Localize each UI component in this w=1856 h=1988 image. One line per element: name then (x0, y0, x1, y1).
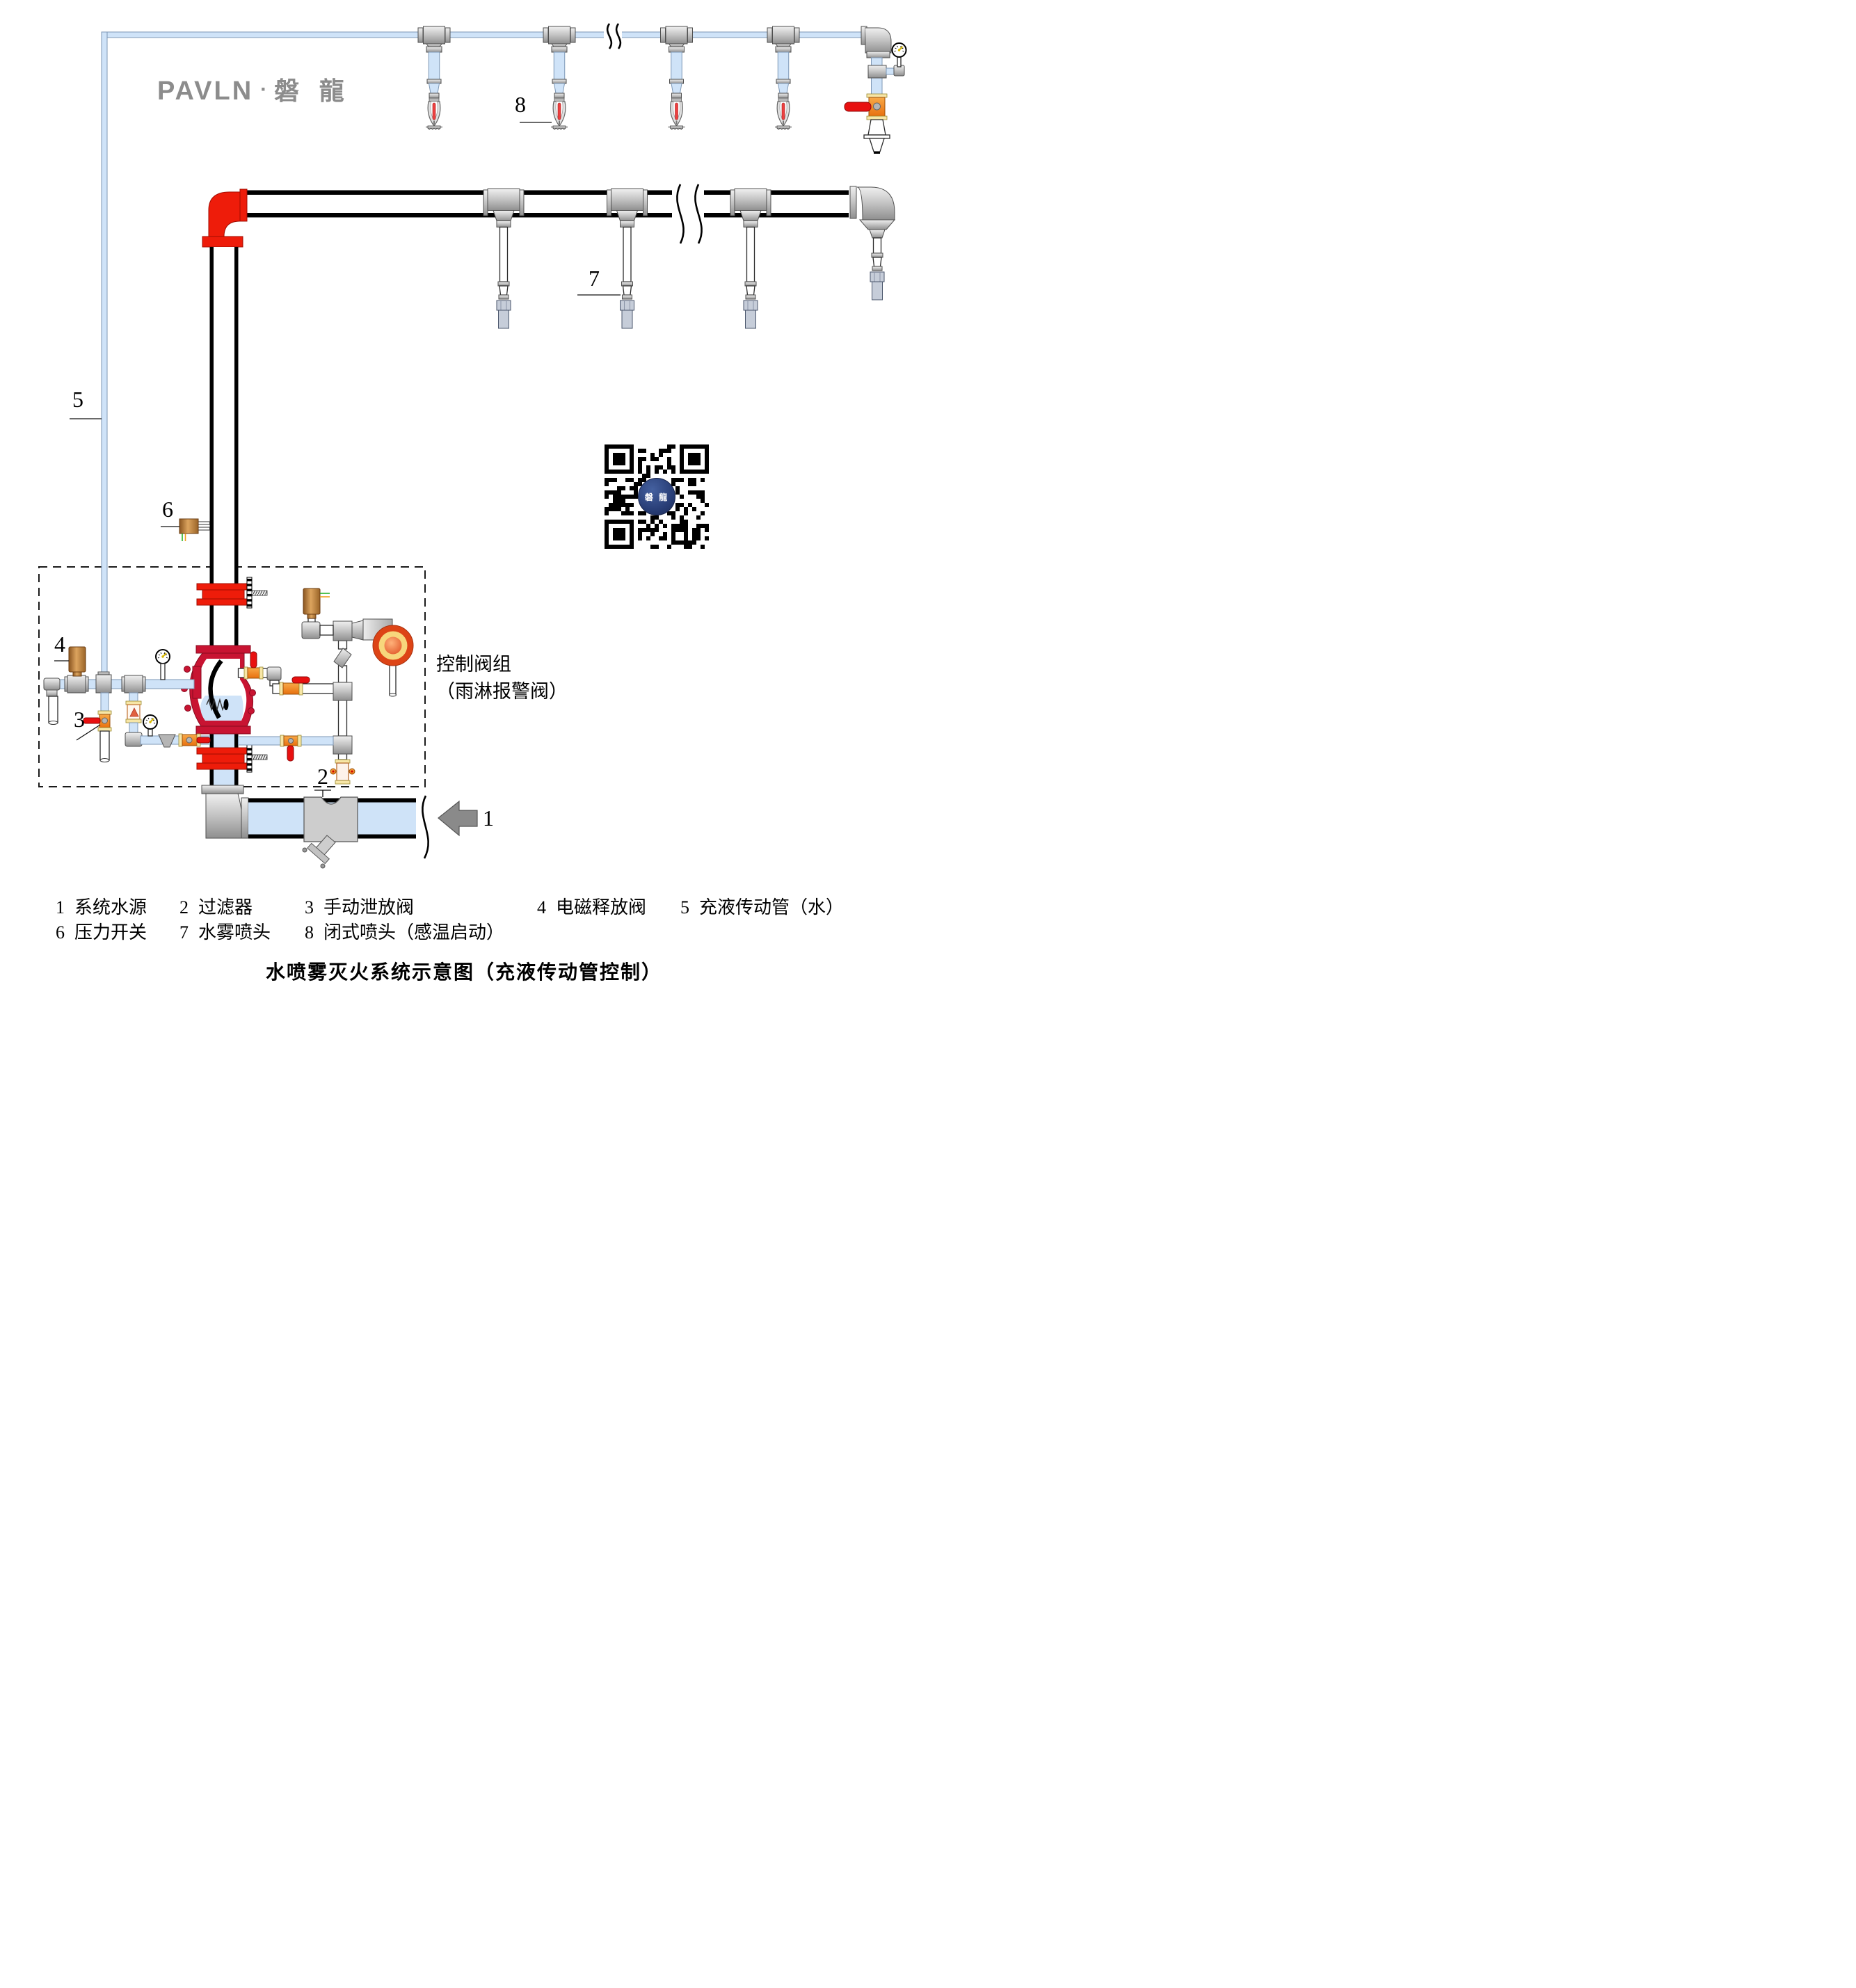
qr-code: 磐 龍 (602, 442, 712, 552)
water-mist-nozzle-3 (743, 281, 758, 329)
butterfly-valve-lower (196, 741, 268, 773)
supply-elbow (201, 785, 249, 839)
pressure-gauge-2 (143, 714, 158, 730)
water-mist-nozzle-4 (870, 252, 885, 300)
test-valve-handle (844, 102, 872, 112)
callout-6: 6 (162, 497, 173, 522)
diagram-title: 水喷雾灭火系统示意图（充液传动管控制） (265, 961, 662, 984)
pressure-gauge-1 (155, 649, 170, 664)
water-mist-nozzle-2 (619, 281, 635, 329)
control-group-label: 控制阀组 （雨淋报警阀） (436, 651, 568, 705)
solenoid-release-valve (67, 646, 86, 694)
diagram-page: PAVLN · 磐 龍 1 2 3 4 5 6 7 8 控制阀组 （雨淋报警阀） 磐… (0, 0, 928, 994)
callout-3: 3 (74, 707, 85, 732)
closed-sprinkler-1 (417, 26, 451, 130)
check-valve-arrow (129, 707, 139, 717)
valve-spring (206, 698, 225, 712)
water-inlet-arrow (438, 800, 478, 837)
control-group-label-line2: （雨淋报警阀） (436, 681, 568, 703)
branch-tee-1 (483, 188, 525, 282)
callout-7: 7 (589, 266, 600, 291)
brand-separator: · (260, 78, 268, 101)
riser-elbow-red (202, 189, 248, 248)
qr-modules (605, 444, 709, 549)
water-motor-gong (372, 625, 414, 697)
end-elbow-nozzle (849, 186, 896, 254)
closed-sprinkler-2 (543, 26, 576, 130)
pressure-switch (179, 518, 210, 541)
piping-diagram (38, 23, 907, 869)
brand-latin: PAVLN (157, 77, 254, 106)
clapper (208, 659, 223, 719)
butterfly-valve-upper (196, 577, 268, 609)
swing-check (333, 648, 352, 668)
deluge-alarm-valve (181, 645, 256, 735)
pressure-gauge-end (891, 42, 907, 58)
check-valve-line (121, 675, 146, 747)
pilot-trim-line (43, 676, 195, 725)
pipe-break-symbol-mid (672, 184, 704, 244)
closed-sprinkler-3 (659, 26, 694, 130)
callout-8: 8 (515, 92, 526, 117)
branch-tee-2 (606, 188, 648, 282)
closed-sprinkler-4 (767, 26, 800, 130)
callout-2: 2 (317, 764, 328, 789)
callout-5: 5 (72, 387, 83, 412)
water-mist-nozzle-1 (496, 281, 511, 329)
pilot-cross-fitting (95, 671, 112, 694)
brand-cjk: 磐 龍 (274, 77, 350, 106)
alarm-trim (237, 588, 393, 785)
callout-leaders (54, 122, 621, 797)
brand-logo: PAVLN · 磐 龍 (157, 71, 350, 107)
control-group-label-line1: 控制阀组 (436, 654, 511, 675)
alarm-test-valve (330, 759, 355, 785)
end-test-assembly (844, 26, 907, 154)
pipe-break-symbol-top (604, 23, 622, 49)
alarm-solenoid-valve (301, 588, 334, 639)
release-valve-handle (83, 717, 101, 724)
gauge1-stem (160, 663, 166, 680)
callout-1: 1 (483, 805, 494, 831)
y-strainer (302, 796, 358, 869)
callout-4: 4 (54, 632, 65, 657)
branch-tee-3 (730, 188, 771, 282)
qr-center-badge: 磐 龍 (638, 478, 675, 515)
manual-release-valve (83, 692, 112, 762)
pipe-break-symbol-supply (416, 795, 437, 859)
drain-test-line-left (140, 727, 211, 748)
